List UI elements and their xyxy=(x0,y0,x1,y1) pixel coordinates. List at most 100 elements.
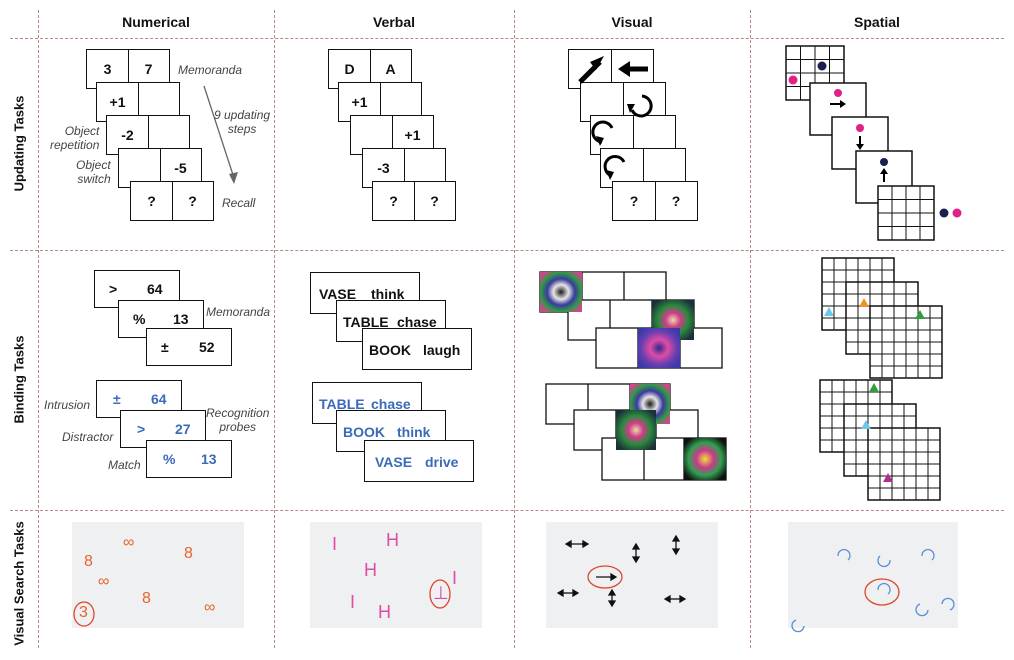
header-visual: Visual xyxy=(611,14,653,30)
frame-cell: +1 xyxy=(404,127,421,143)
spatial-binding xyxy=(819,257,943,501)
triangle-icon xyxy=(859,298,869,307)
binding-verb: think xyxy=(371,286,405,302)
binding-symbol: % xyxy=(133,311,146,327)
visual-search xyxy=(556,534,687,608)
visual-binding xyxy=(539,271,727,481)
search-item: I xyxy=(332,534,338,554)
annotation-recall: Recall xyxy=(222,196,256,210)
arrow-left-icon xyxy=(618,61,630,77)
col-divider-3 xyxy=(750,10,751,648)
binding-word: TABLE xyxy=(343,314,389,330)
frame-cell: A xyxy=(385,61,396,77)
annotation-match: Match xyxy=(108,458,141,472)
probe-frame: VASE drive xyxy=(364,440,474,482)
frame-cell: ? xyxy=(188,193,197,209)
annotation-switch: Object switch xyxy=(76,158,111,186)
frame-cell xyxy=(581,83,624,121)
binding-symbol: > xyxy=(109,281,118,297)
binding-frame: BOOK laugh xyxy=(362,328,472,370)
probe-verb: drive xyxy=(425,454,459,470)
binding-word: VASE xyxy=(319,286,357,302)
annotation-memoranda-binding: Memoranda xyxy=(206,305,271,319)
annotation-distractor: Distractor xyxy=(62,430,114,444)
row-label-updating: Updating Tasks xyxy=(11,95,27,192)
probe-frame: % 13 xyxy=(146,440,232,478)
search-item: ∞ xyxy=(98,573,110,590)
frame-cell: -2 xyxy=(107,116,149,154)
search-item: ∞ xyxy=(123,534,135,551)
binding-verb: laugh xyxy=(423,342,461,358)
header-divider xyxy=(10,38,1004,39)
row-label-search: Visual Search Tasks xyxy=(11,521,27,646)
spatial-updating xyxy=(785,45,962,241)
frame: ? ? xyxy=(612,181,698,221)
svg-text:I: I xyxy=(452,568,457,588)
search-item: ∞ xyxy=(204,599,216,616)
frame-cell: ? xyxy=(671,193,681,209)
frame: ? ? xyxy=(130,181,214,221)
frame-cell: 7 xyxy=(144,61,153,77)
triangle-icon xyxy=(883,473,893,482)
annotation-intrusion: Intrusion xyxy=(44,398,91,412)
frame-cell xyxy=(591,116,634,154)
binding-number: 52 xyxy=(199,339,215,355)
row-label-binding: Binding Tasks xyxy=(11,335,27,424)
frame-cell xyxy=(569,50,612,88)
header-verbal: Verbal xyxy=(372,14,416,30)
probe-number: 27 xyxy=(175,421,191,437)
search-item: 8 xyxy=(142,590,151,607)
search-item: H xyxy=(386,530,399,550)
annotation-probes: Recognition probes xyxy=(206,406,270,434)
frame-cell xyxy=(119,149,161,187)
fractal-image-5 xyxy=(616,410,656,450)
search-panel-visual xyxy=(546,522,718,628)
annotation-repetition: Object repetition xyxy=(50,124,100,152)
frame-cell: ? xyxy=(373,182,415,220)
binding-symbol: ± xyxy=(161,339,169,355)
col-divider-1 xyxy=(274,10,275,648)
steps-arrow xyxy=(203,85,238,184)
frame-cell xyxy=(351,116,393,154)
visual-arrows xyxy=(578,56,653,180)
search-panel-numerical xyxy=(72,522,244,628)
frame-cell: +1 xyxy=(339,83,381,121)
search-target: ⊥ xyxy=(433,583,449,603)
frame-cell: 3 xyxy=(87,50,129,88)
probe-word: TABLE xyxy=(319,396,365,412)
search-panel-verbal xyxy=(310,522,482,628)
verbal-extra: I xyxy=(429,568,457,609)
row-divider-1 xyxy=(10,250,1004,251)
frame-cell: ? xyxy=(613,182,656,220)
target-circle xyxy=(73,601,95,627)
binding-word: BOOK xyxy=(369,342,411,358)
binding-number: 13 xyxy=(173,311,189,327)
annotation-memoranda: Memoranda xyxy=(178,63,243,77)
frame-cell: -3 xyxy=(363,149,405,187)
frame-cell: ? xyxy=(430,193,439,209)
header-numerical: Numerical xyxy=(122,14,190,30)
frame-cell: +1 xyxy=(97,83,139,121)
probe-symbol: ± xyxy=(113,391,121,407)
triangle-icon xyxy=(861,420,871,429)
probe-verb: think xyxy=(397,424,431,440)
frame-cell: D xyxy=(329,50,371,88)
search-item: I xyxy=(350,592,356,612)
frame-cell xyxy=(601,149,644,187)
fractal-image-6 xyxy=(684,438,726,480)
spatial-search xyxy=(791,548,955,633)
triangle-icon xyxy=(915,310,925,319)
binding-verb: chase xyxy=(397,314,437,330)
binding-number: 64 xyxy=(147,281,163,297)
search-item: 8 xyxy=(184,545,193,562)
search-item: H xyxy=(364,560,377,580)
probe-word: BOOK xyxy=(343,424,385,440)
probe-number: 13 xyxy=(201,451,217,467)
row-divider-2 xyxy=(10,510,1004,511)
col-divider-2 xyxy=(514,10,515,648)
col-divider-0 xyxy=(38,10,39,648)
header-spatial: Spatial xyxy=(854,14,900,30)
probe-symbol: > xyxy=(137,421,146,437)
search-target: 3 xyxy=(79,604,88,621)
annotation-steps: 9 updating steps xyxy=(214,108,271,136)
